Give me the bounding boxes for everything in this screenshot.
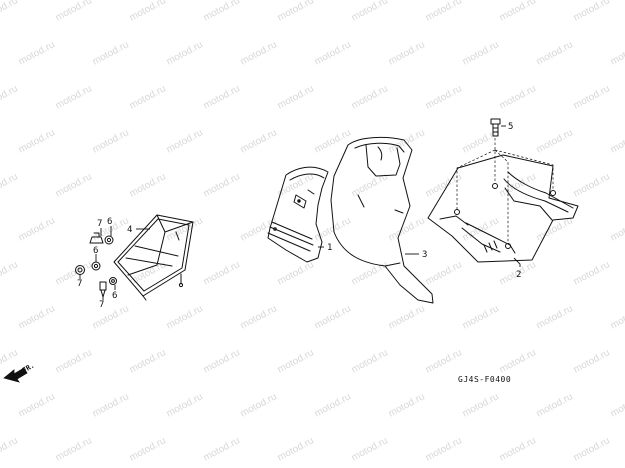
callout-6-upper: 6 [107, 217, 112, 227]
callout-6-middle: 6 [93, 246, 98, 256]
callout-4: 4 [127, 225, 132, 235]
leg-shield [330, 136, 434, 304]
nut-middle-icon [91, 261, 101, 271]
bolt-head-left-icon [75, 265, 85, 275]
callout-5: 5 [508, 122, 513, 132]
diagram-code: GJ4S-F0400 [458, 375, 512, 384]
clip-fastener-upper-icon [89, 232, 104, 244]
nut-upper-icon [104, 235, 114, 245]
callout-6-lower: 6 [112, 291, 117, 301]
screw-icon [490, 118, 501, 137]
front-direction-arrow-icon: FR. [3, 361, 36, 383]
callout-7-lower: 7 [99, 300, 104, 310]
nut-lower-icon [109, 277, 117, 285]
callout-3: 3 [422, 250, 427, 260]
callout-2: 2 [516, 270, 521, 280]
front-inner-cover [267, 166, 329, 263]
callout-7-left: 7 [77, 279, 82, 289]
bolt-lower-icon [99, 281, 107, 298]
callout-7-upper: 7 [97, 219, 102, 229]
direction-label: FR. [21, 361, 36, 374]
callout-1: 1 [327, 243, 332, 253]
front-carrier-rack [113, 214, 194, 301]
floor-step-panel [427, 154, 579, 263]
